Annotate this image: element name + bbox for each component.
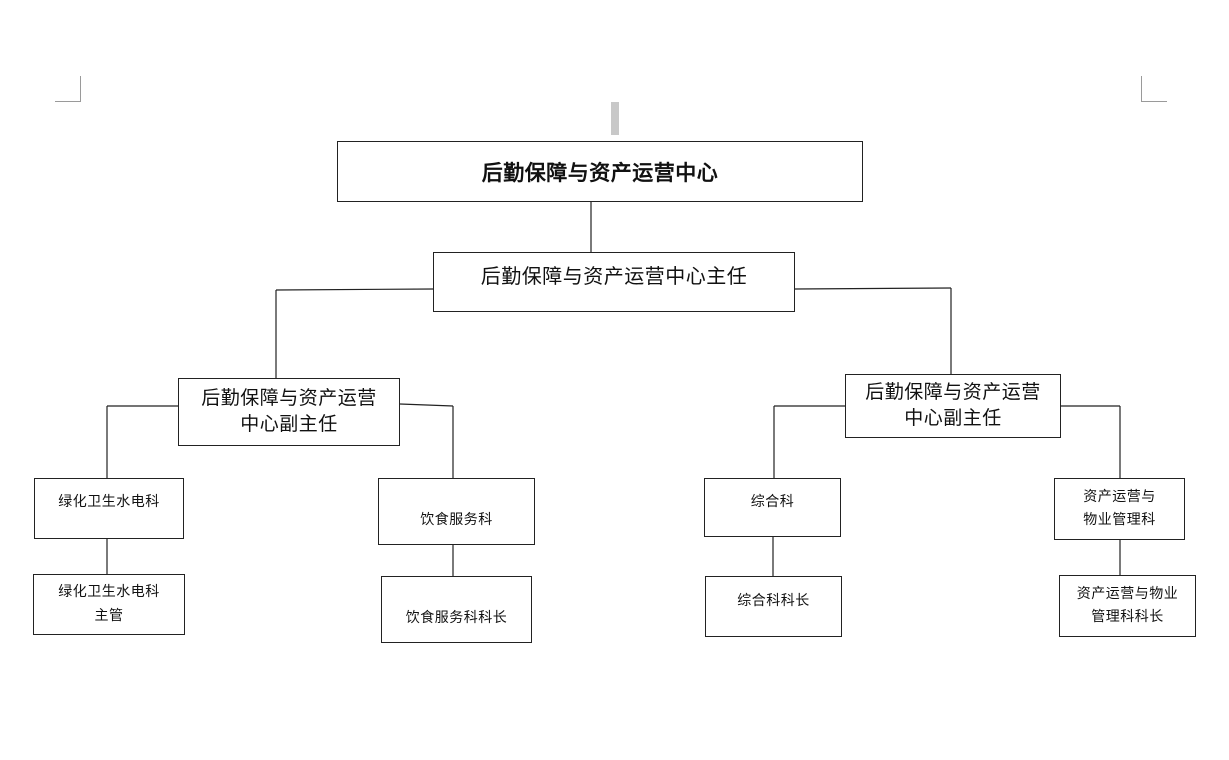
text-cursor [611,102,619,135]
asset-dept-box[interactable]: 资产运营与 物业管理科 [1054,478,1185,540]
greening-head-label: 绿化卫生水电科 主管 [58,584,160,624]
asset-dept-label: 资产运营与 物业管理科 [1083,488,1156,528]
catering-dept-box[interactable]: 饮食服务科 [378,478,535,545]
general-dept-box[interactable]: 综合科 [704,478,841,537]
greening-head-box[interactable]: 绿化卫生水电科 主管 [33,574,185,635]
center-box[interactable]: 后勤保障与资产运营中心 [337,141,863,202]
deputy-director-left-box[interactable]: 后勤保障与资产运营 中心副主任 [178,378,400,446]
director-label: 后勤保障与资产运营中心主任 [480,264,748,288]
catering-head-box[interactable]: 饮食服务科科长 [381,576,532,643]
asset-head-box[interactable]: 资产运营与物业 管理科科长 [1059,575,1196,637]
connector-director-left-h [275,288,434,291]
catering-dept-label: 饮食服务科 [420,512,493,528]
greening-dept-label: 绿化卫生水电科 [58,494,160,510]
deputy-director-right-box[interactable]: 后勤保障与资产运营 中心副主任 [845,374,1061,438]
general-head-box[interactable]: 综合科科长 [705,576,842,637]
catering-head-label: 饮食服务科科长 [405,610,508,626]
deputy-director-left-label: 后勤保障与资产运营 中心副主任 [201,387,377,435]
page-margin-corner-top-left [55,76,81,102]
greening-dept-box[interactable]: 绿化卫生水电科 [34,478,184,539]
center-label: 后勤保障与资产运营中心 [481,160,719,185]
page-margin-corner-top-right [1141,76,1167,102]
general-dept-label: 综合科 [750,494,795,510]
connector-deputy-left-catering-h [399,403,454,407]
general-head-label: 综合科科长 [737,593,810,609]
deputy-director-right-label: 后勤保障与资产运营 中心副主任 [865,381,1041,429]
asset-head-label: 资产运营与物业 管理科科长 [1076,585,1179,625]
connector-director-right-h [794,287,952,290]
director-box[interactable]: 后勤保障与资产运营中心主任 [433,252,795,312]
